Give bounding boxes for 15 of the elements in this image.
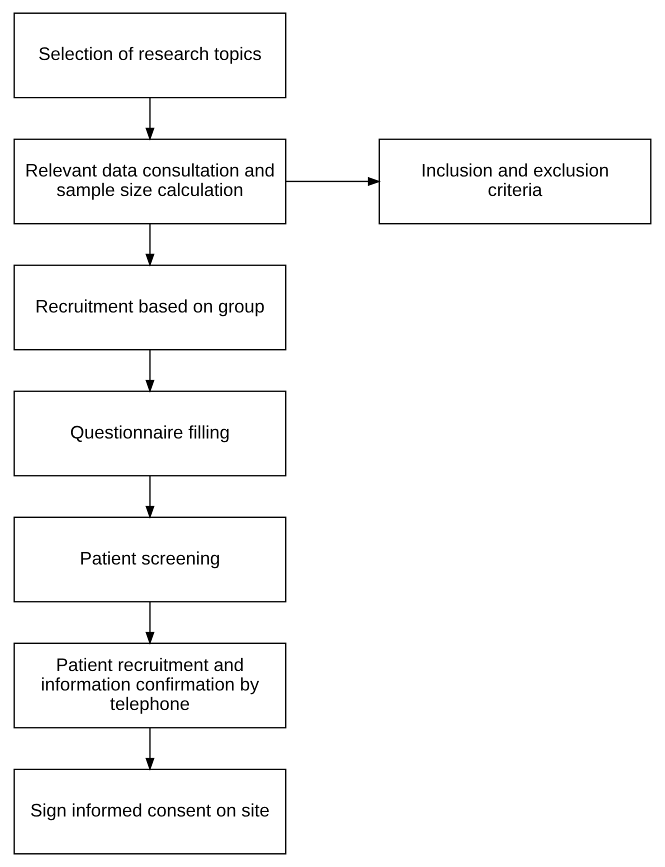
node-box: Relevant data consultation and sample size calculation (14, 138, 286, 224)
arrow (286, 176, 381, 186)
arrow (145, 224, 155, 267)
node-box: Sign informed consent on site (14, 768, 286, 854)
node-box: Recruitment based on group (14, 264, 286, 350)
arrow (145, 98, 155, 141)
node-box: Questionnaire filling (14, 390, 286, 476)
node-box: Patient screening (14, 516, 286, 602)
arrow (145, 350, 155, 393)
node-box: Selection of research topics (14, 12, 286, 98)
node-box: Inclusion and exclusion criteria (378, 138, 652, 224)
arrow (145, 602, 155, 645)
node-box: Patient recruitment and information confirmation by telephone (14, 642, 286, 728)
arrow (145, 476, 155, 519)
arrow (145, 728, 155, 771)
